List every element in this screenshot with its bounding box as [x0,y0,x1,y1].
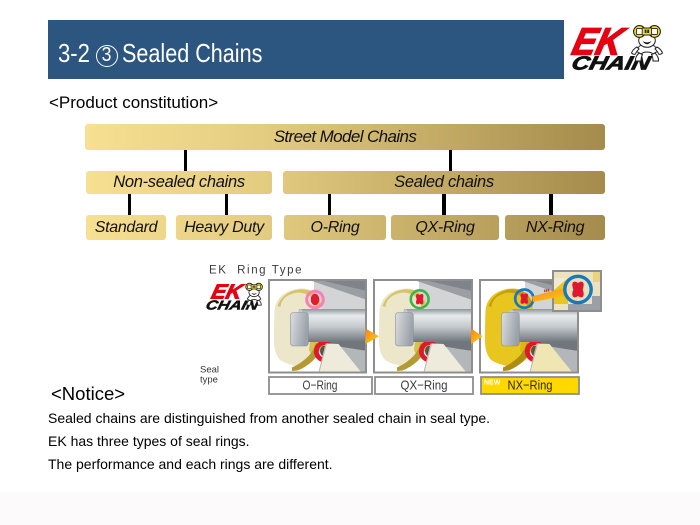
svg-text:O−Ring: O−Ring [303,378,338,393]
svg-text:CHAIN: CHAIN [204,298,260,313]
svg-text:CHAIN: CHAIN [569,54,653,75]
svg-text:EK Ring Type: EK Ring Type [209,265,303,277]
svg-text:▮▮▮: ▮▮▮ [543,288,550,293]
svg-text:Seal: Seal [200,365,219,376]
svg-text:NX−Ring: NX−Ring [508,378,553,393]
svg-text:QX−Ring: QX−Ring [401,378,448,393]
svg-text:type: type [200,375,218,386]
svg-text:EK: EK [209,281,247,304]
svg-text:EK: EK [568,21,630,63]
svg-text:NEW: NEW [484,380,501,387]
